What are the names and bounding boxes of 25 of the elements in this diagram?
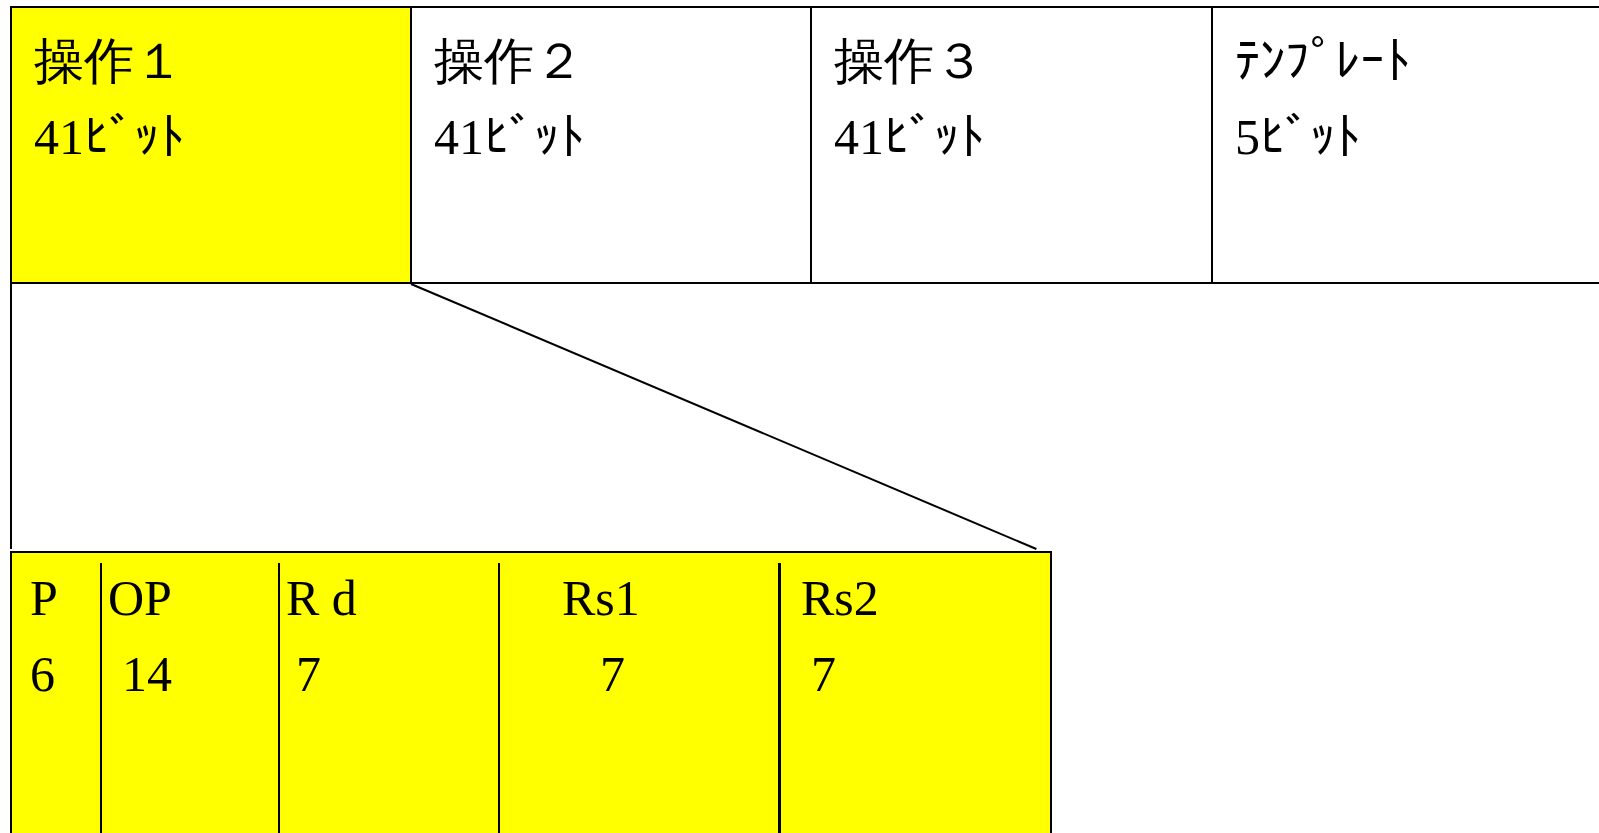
bit-width: 41ﾋﾞｯﾄ [834,112,984,162]
bit-width: 6 [30,649,55,699]
instruction-slot [810,6,1213,284]
field-name: 操作１ [34,36,184,86]
bit-width: 7 [600,649,625,699]
bit-width: 5ﾋﾞｯﾄ [1235,112,1360,162]
instruction-slot [1211,6,1599,284]
bit-width: 41ﾋﾞｯﾄ [434,112,584,162]
field-band [10,551,1052,833]
field-name: P [30,573,58,623]
bit-width: 7 [811,649,836,699]
field-name: Rs1 [562,573,640,623]
instruction-slot [10,6,412,284]
bit-width: 7 [296,649,321,699]
field-name: OP [108,573,172,623]
expansion-line [410,283,1038,550]
field-name: 操作２ [434,36,584,86]
field-name: ﾃﾝﾌﾟﾚｰﾄ [1235,36,1410,86]
field-name: Rs2 [801,573,879,623]
expansion-line [10,283,12,550]
bit-width: 41ﾋﾞｯﾄ [34,112,184,162]
field-name: R d [286,573,357,623]
instruction-slot [410,6,812,284]
bit-width: 14 [122,649,172,699]
field-name: 操作３ [834,36,984,86]
